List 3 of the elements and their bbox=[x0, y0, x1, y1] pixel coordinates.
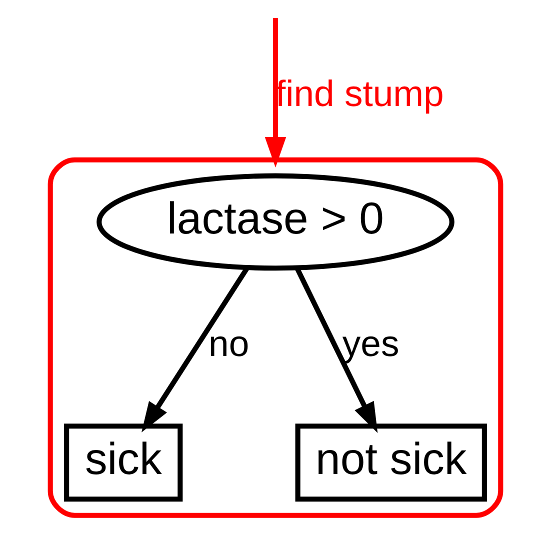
edge-label: no bbox=[208, 322, 250, 364]
edge-label: yes bbox=[342, 322, 400, 364]
edge-label: find stump bbox=[275, 72, 444, 114]
